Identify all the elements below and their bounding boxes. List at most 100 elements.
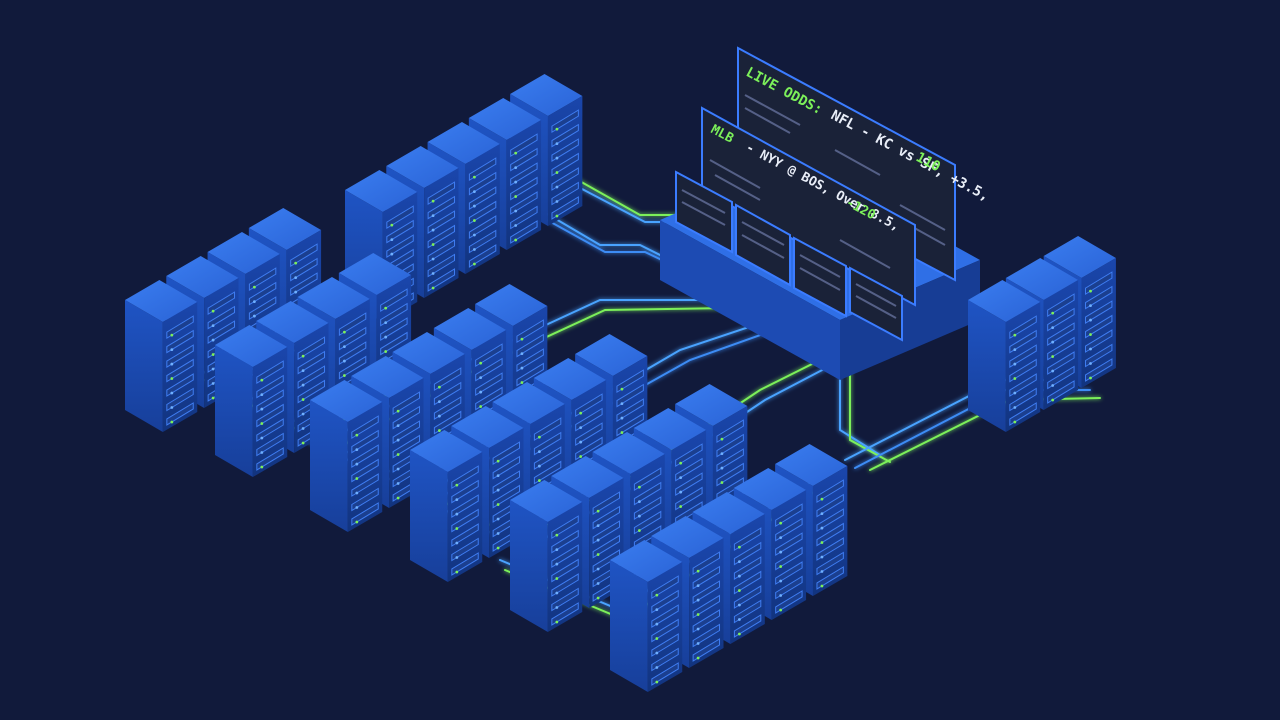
rack-slot [551,558,579,583]
rack-slot [733,599,762,624]
rack-led [253,285,256,289]
rack-side [310,400,348,532]
rack-led [260,378,264,382]
rack-slot [592,534,621,559]
rack-led [720,466,724,470]
rack-led [555,171,559,174]
rack-slot [427,210,456,234]
rack-slot [256,360,284,385]
rack-led [779,536,783,540]
rack-slot [816,551,844,576]
rack-slot [733,570,762,595]
rack-led [620,416,624,420]
rack-slot [551,138,579,162]
rack-led [396,453,400,456]
rack-slot [392,405,421,430]
rack-led [720,481,724,484]
rack-led [1013,406,1017,409]
rack-slot [451,508,479,533]
rack-led [301,398,305,401]
rack-slot [616,369,644,394]
rack-slot [533,417,562,442]
rack-led [384,350,388,353]
rack-slot [1047,351,1075,375]
rack-slot [510,176,538,201]
rack-led [431,214,435,218]
rack-led [555,142,559,146]
rack-slot [475,372,503,396]
rack-led [620,402,624,406]
rack-led [301,441,305,445]
rack-led [496,517,500,521]
rack-led [779,550,783,554]
rack-slot [551,602,579,626]
rack-led [431,199,435,203]
rack-slot [392,434,421,459]
rack-slot [166,358,194,383]
rack-top [310,380,383,422]
rack-slot [256,432,284,457]
rack-slot [733,541,762,566]
rack-side [610,560,648,692]
rack-led [738,618,741,621]
rack-led [211,324,215,328]
rack-led [596,538,600,542]
rack-led [438,400,441,404]
rack-slot [492,470,521,494]
rack-top [248,208,322,250]
rack-led [438,385,441,389]
rack-led [211,353,215,356]
rack-led [1051,384,1055,387]
rack-led [301,354,305,358]
rack-slot [675,472,703,496]
rack-slot [248,281,277,306]
rack-led [260,465,264,469]
rack-led [455,570,459,574]
rack-led [211,396,215,400]
monitor-mlb-rows [709,159,891,269]
rack-led [355,491,359,495]
rack-slot [297,350,326,375]
rack-slot [551,152,579,177]
rack-slot [733,585,762,609]
rack-led [520,352,524,356]
rack-top [533,358,607,400]
server-racks [125,74,1116,692]
rack-led [514,224,518,227]
rack-led [260,436,264,440]
rack-led [779,608,783,612]
rack-led [1051,398,1055,402]
rack-led [1013,362,1017,366]
rack-slot [207,320,236,344]
rack-slot [392,420,421,444]
rack-led [170,377,174,380]
rack-led [473,204,476,208]
rack-led [596,582,600,585]
rack-top [468,98,542,140]
rack-slot [775,546,803,571]
server-rack-icon [310,380,383,532]
rack-led [1051,355,1055,358]
rack-top [1005,258,1079,300]
rack-led [496,532,500,535]
rack-top [386,146,459,188]
rack-top [675,384,748,426]
rack-top [592,432,665,474]
rack-slot [351,458,379,483]
rack-led [496,546,500,550]
rack-top [492,382,565,424]
rack-led [473,248,476,251]
rack-slot [633,510,662,535]
rack-led [596,524,600,528]
rack-top [1043,236,1116,278]
rack-slot [248,296,277,320]
rack-slot [1047,307,1075,332]
rack-slot [616,383,644,408]
rack-led [1013,391,1017,395]
rack-led [655,680,659,684]
rack-led [820,570,824,573]
rack-slot [338,312,367,337]
rack-led [1013,333,1017,337]
rack-slot [551,109,579,134]
rack-slot [297,379,326,404]
